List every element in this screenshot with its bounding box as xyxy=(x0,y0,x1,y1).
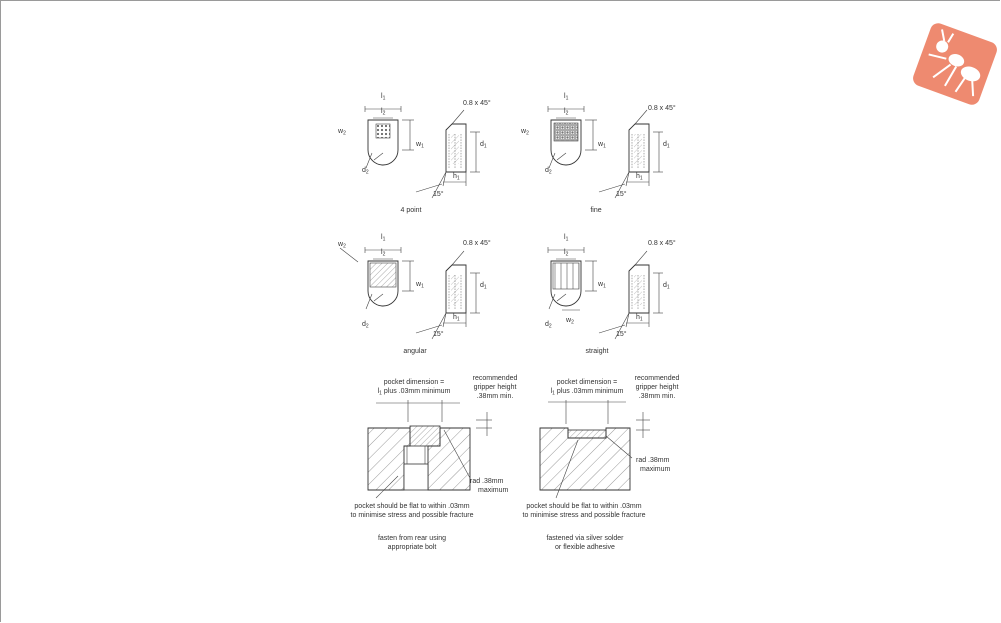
svg-text:w1: w1 xyxy=(597,141,606,150)
caption-four-point: 4 point xyxy=(400,207,421,214)
svg-text:l2: l2 xyxy=(564,249,569,258)
insert-straight-labels: l1 l2 w1 d2 w2 0.8 x 45° d1 h1 15° strai… xyxy=(545,234,676,355)
pocket-left-labels: pocket dimension = l1 plus .03mm minimum… xyxy=(351,375,518,551)
svg-text:maximum: maximum xyxy=(640,466,671,473)
svg-text:.38mm min.: .38mm min. xyxy=(477,393,514,400)
svg-text:d2: d2 xyxy=(362,321,369,330)
svg-text:w2: w2 xyxy=(565,317,574,326)
svg-text:15°: 15° xyxy=(616,190,627,198)
svg-text:l2: l2 xyxy=(381,108,386,117)
svg-text:h1: h1 xyxy=(636,173,643,182)
svg-text:l2: l2 xyxy=(381,249,386,258)
svg-text:recommended: recommended xyxy=(635,375,680,382)
insert-fine-labels: l1 l2 w2 w1 d2 0.8 x 45° d1 h1 15° fine xyxy=(520,93,676,214)
svg-text:l1 plus .03mm minimum: l1 plus .03mm minimum xyxy=(378,388,451,397)
svg-text:w1: w1 xyxy=(415,281,424,290)
svg-text:rad .38mm: rad .38mm xyxy=(636,457,670,464)
svg-text:h1: h1 xyxy=(453,173,460,182)
svg-text:appropriate bolt: appropriate bolt xyxy=(388,544,437,551)
pocket-section-left xyxy=(367,400,492,499)
insert-fine xyxy=(547,105,664,199)
caption-angular: angular xyxy=(403,348,427,355)
svg-text:w1: w1 xyxy=(597,281,606,290)
svg-text:.38mm min.: .38mm min. xyxy=(639,393,676,400)
svg-text:l2: l2 xyxy=(564,108,569,117)
svg-text:d2: d2 xyxy=(362,167,369,176)
insert-four-point xyxy=(364,105,481,199)
caption-fine: fine xyxy=(590,207,601,214)
svg-text:w1: w1 xyxy=(415,141,424,150)
svg-text:d1: d1 xyxy=(480,282,487,291)
svg-text:d1: d1 xyxy=(480,141,487,150)
svg-text:0.8 x 45°: 0.8 x 45° xyxy=(463,99,491,107)
svg-text:d2: d2 xyxy=(545,167,552,176)
svg-text:to minimise stress and possibl: to minimise stress and possible fracture xyxy=(523,512,646,519)
svg-text:w2: w2 xyxy=(337,241,346,250)
svg-text:fasten from rear using: fasten from rear using xyxy=(378,535,446,542)
svg-text:15°: 15° xyxy=(433,330,444,338)
svg-text:pocket should be flat to withi: pocket should be flat to within .03mm xyxy=(354,503,469,510)
svg-text:d1: d1 xyxy=(663,282,670,291)
svg-text:pocket dimension =: pocket dimension = xyxy=(384,379,445,386)
insert-angular-labels: l1 l2 w2 w1 d2 0.8 x 45° d1 h1 15° angul… xyxy=(337,234,491,355)
pocket-section-right xyxy=(539,400,650,499)
svg-text:0.8 x 45°: 0.8 x 45° xyxy=(463,239,491,247)
svg-text:l1: l1 xyxy=(381,234,386,243)
svg-text:rad .38mm: rad .38mm xyxy=(470,478,504,485)
svg-text:l1: l1 xyxy=(564,93,569,102)
svg-text:to minimise stress and possibl: to minimise stress and possible fracture xyxy=(351,512,474,519)
svg-text:gripper height: gripper height xyxy=(636,384,679,391)
svg-text:15°: 15° xyxy=(433,190,444,198)
ant-robot-logo-icon xyxy=(913,23,997,105)
svg-text:l1: l1 xyxy=(381,93,386,102)
svg-text:or flexible adhesive: or flexible adhesive xyxy=(555,544,615,551)
svg-text:pocket should be flat to withi: pocket should be flat to within .03mm xyxy=(526,503,641,510)
svg-text:h1: h1 xyxy=(453,314,460,323)
svg-text:0.8 x 45°: 0.8 x 45° xyxy=(648,104,676,112)
svg-text:l1 plus .03mm minimum: l1 plus .03mm minimum xyxy=(551,388,624,397)
svg-text:d1: d1 xyxy=(663,141,670,150)
svg-text:w2: w2 xyxy=(337,128,346,137)
insert-four-point-labels: l1 l2 w2 w1 d2 0.8 x 45° d1 h1 15° 4 poi… xyxy=(337,93,491,214)
svg-text:gripper height: gripper height xyxy=(474,384,517,391)
svg-text:recommended: recommended xyxy=(473,375,518,382)
svg-text:l1: l1 xyxy=(564,234,569,243)
insert-angular xyxy=(339,246,481,340)
svg-text:w2: w2 xyxy=(520,128,529,137)
svg-text:pocket dimension =: pocket dimension = xyxy=(557,379,618,386)
svg-text:fastened via silver solder: fastened via silver solder xyxy=(546,535,624,542)
caption-straight: straight xyxy=(586,348,609,355)
svg-text:15°: 15° xyxy=(616,330,627,338)
svg-text:0.8 x 45°: 0.8 x 45° xyxy=(648,239,676,247)
pocket-right-labels: pocket dimension = l1 plus .03mm minimum… xyxy=(523,375,680,551)
svg-text:h1: h1 xyxy=(636,314,643,323)
svg-text:maximum: maximum xyxy=(478,487,509,494)
svg-text:d2: d2 xyxy=(545,321,552,330)
insert-straight xyxy=(547,246,664,340)
